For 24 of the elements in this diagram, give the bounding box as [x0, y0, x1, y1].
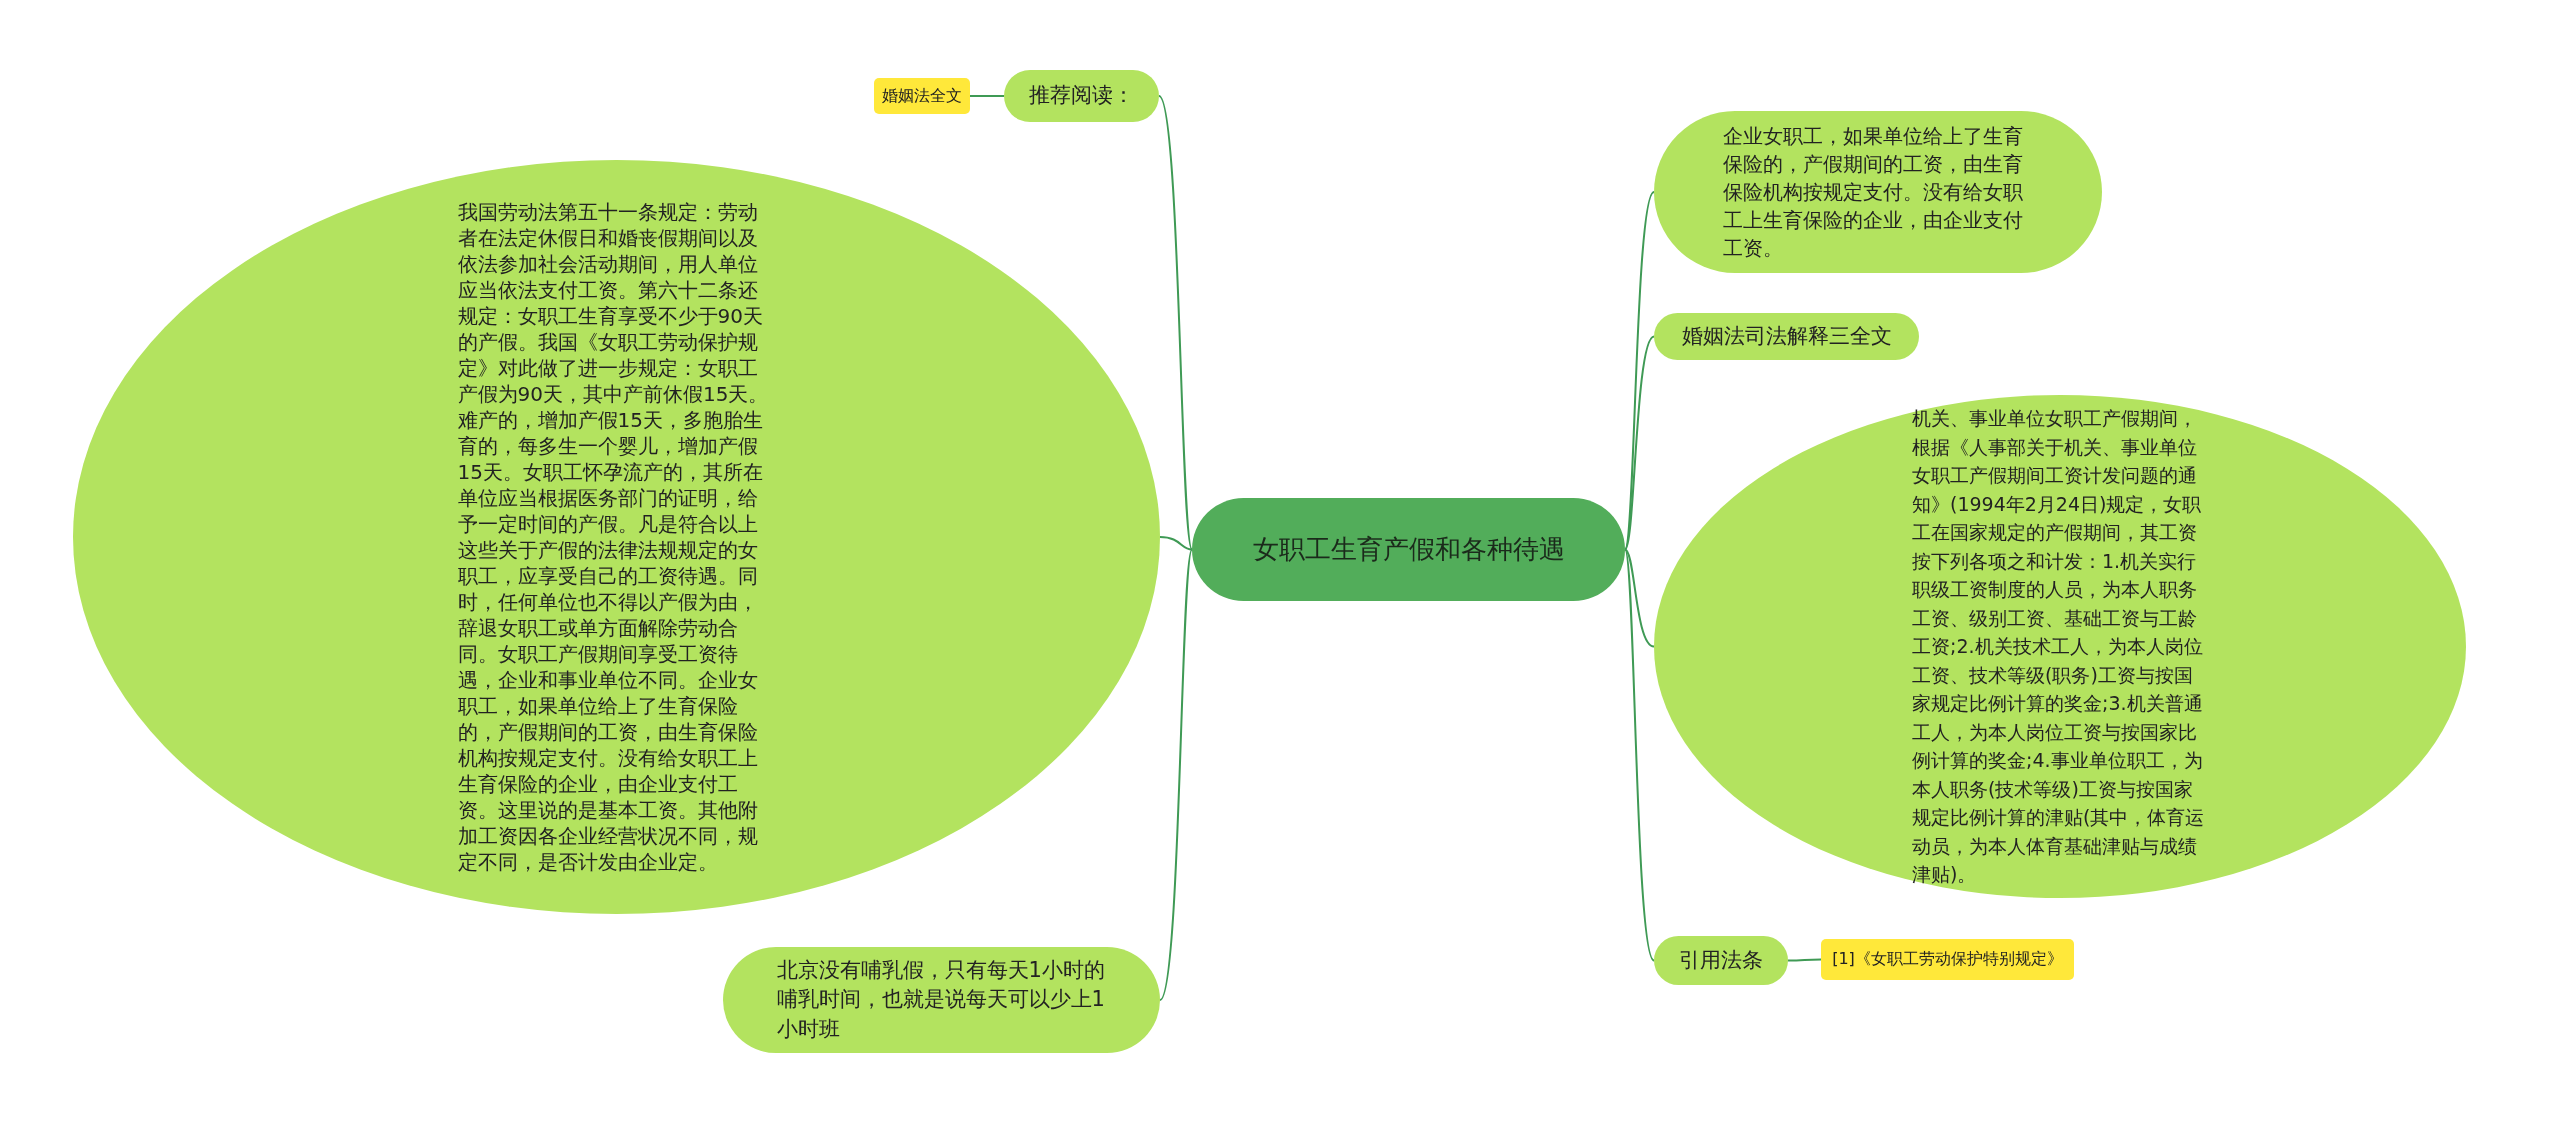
branch-text: 机关、事业单位女职工产假期间，根据《人事部关于机关、事业单位女职工产假期间工资计发问题的通知》(1994年2月24日)规定，女职工在国家规定的产假期间，其工资按下列各项之和计发：1.机关实行职级工资制度的人员，为本人职务工资、级别工资、基础工资与工龄工资;2.机关技术工人，为本人岗位工资、技术等级(职务)工资与按国家规定比例计算的奖金;3.机关普通工人，为本人岗位工资与按国家比例计算的奖金;4.事业单位职工，为本人职务(技术等级)工资与按国家规定比例计算的津贴(其中，体育运动员，为本人体育基础津贴与成绩津贴)。	[1912, 406, 2206, 888]
branch-bubble	[1654, 936, 1788, 985]
branch-text: 婚姻法司法解释三全文	[1681, 322, 1892, 350]
tag-text: 婚姻法全文	[882, 85, 962, 107]
branch-bubble	[1004, 70, 1159, 122]
tag-label	[1821, 939, 2074, 980]
tag-text: [1]《女职工劳动保护特别规定》	[1832, 949, 2063, 970]
connector-line	[1624, 335, 1655, 551]
branch-text: 企业女职工，如果单位给上了生育保险的，产假期间的工资，由生育保险机构按规定支付。没有给女职工上生育保险的企业，由企业支付工资。	[1723, 123, 2024, 262]
connector-line	[969, 95, 1005, 97]
connector-line	[1624, 548, 1655, 962]
connector-line	[1159, 548, 1193, 1001]
branch-text: 推荐阅读：	[1029, 82, 1134, 110]
branch-text: 北京没有哺乳假，只有每天1小时的哺乳时间，也就是说每天可以少上1小时班	[776, 956, 1106, 1043]
connector-line	[1787, 958, 1822, 962]
branch-text: 引用法条	[1679, 946, 1763, 974]
connector-line	[1158, 95, 1193, 551]
topic-text: 女职工生育产假和各种待遇	[1251, 532, 1566, 566]
branch-text: 我国劳动法第五十一条规定：劳动者在法定休假日和婚丧假期间以及依法参加社会活动期间，用人单位应当依法支付工资。第六十二条还规定：女职工生育享受不少于90天的产假。我国《女职工劳动保护规定》对此做了进一步规定：女职工产假为90天，其中产前休假15天。难产的，增加产假15天，多胞胎生育的，每多生一个婴儿，增加产假15天。女职工怀孕流产的，其所在单位应当根据医务部门的证明，给予一定时间的产假。凡是符合以上这些关于产假的法律法规规定的女职工，应享受自己的工资待遇。同时，任何单位也不得以产假为由，辞退女职工或单方面解除劳动合同。女职工产假期间享受工资待遇，企业和事业单位不同。企业女职工，如果单位给上了生育保险的，产假期间的工资，由生育保险机构按规定支付。没有给女职工上生育保险的企业，由企业支付工资。这里说的是基本工资。其他附加工资因各企业经营状况不同，规定不同，是否计发由企业定。	[457, 199, 770, 875]
topic-bubble	[1192, 498, 1625, 601]
connector-line	[1159, 536, 1193, 551]
tag-label	[874, 78, 970, 114]
connector-line	[1624, 548, 1655, 648]
branch-bubble	[1654, 313, 1919, 360]
